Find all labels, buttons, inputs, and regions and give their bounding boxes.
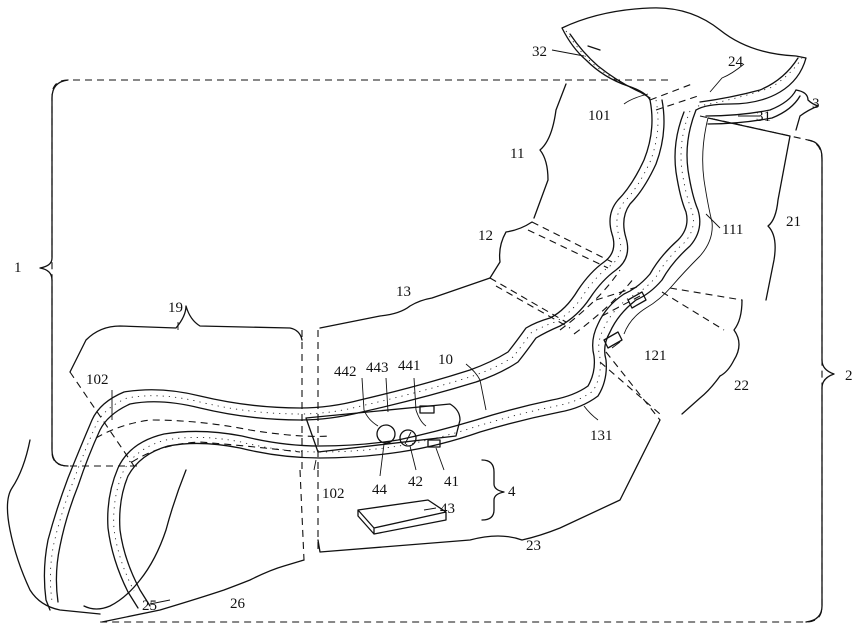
label-32: 32 [532, 44, 547, 60]
label-21: 21 [786, 214, 801, 230]
bracket-19 [70, 306, 302, 372]
bracket-12 [490, 222, 532, 278]
label-41: 41 [444, 474, 459, 490]
bracket-26 [102, 560, 304, 622]
outlet-spout [706, 90, 800, 124]
vessel-upper-wall-outer [44, 100, 652, 610]
brace-4 [482, 460, 504, 520]
bracket-21 [708, 118, 790, 300]
brace-1 [40, 80, 68, 466]
label-131: 131 [590, 428, 613, 444]
label-3: 3 [812, 96, 820, 112]
center-dash-102 [96, 420, 330, 462]
bracket-11 [534, 84, 566, 218]
region-12-dividers [490, 222, 612, 328]
label-22: 22 [734, 378, 749, 394]
brace-2 [806, 140, 834, 622]
label-441: 441 [398, 358, 421, 374]
inlet-shell-32 [562, 8, 806, 110]
region-101-dashes [650, 84, 698, 110]
bracket-22 [682, 300, 742, 414]
label-44: 44 [372, 482, 388, 498]
vessel-lower-hatch [114, 111, 694, 591]
label-4: 4 [508, 484, 516, 500]
inlet-wall-inner [570, 34, 798, 102]
label-101: 101 [588, 108, 611, 124]
label-102-bottom: 102 [322, 486, 345, 502]
region-13-divider [302, 330, 318, 470]
label-11: 11 [510, 146, 524, 162]
region-26-divider [300, 470, 318, 560]
label-2: 2 [845, 368, 853, 384]
impeller-44 [377, 425, 395, 443]
label-13: 13 [396, 284, 411, 300]
label-19: 19 [168, 300, 183, 316]
label-442: 442 [334, 364, 357, 380]
label-31: 31 [756, 109, 771, 125]
label-1: 1 [14, 260, 22, 276]
label-42: 42 [408, 474, 423, 490]
label-26: 26 [230, 596, 246, 612]
region-22-dividers [600, 288, 742, 420]
controller-43 [358, 500, 446, 534]
left-cavity-inner [84, 470, 186, 609]
label-111: 111 [722, 222, 743, 238]
label-121: 121 [644, 348, 667, 364]
channel-marks-121 [604, 292, 646, 348]
region-2-boundary [100, 116, 822, 622]
inlet-stub-32 [588, 46, 600, 50]
label-43: 43 [440, 501, 455, 517]
label-24: 24 [728, 54, 744, 70]
label-443: 443 [366, 360, 389, 376]
center-dash-upper [560, 270, 640, 334]
label-102-left: 102 [86, 372, 109, 388]
label-12: 12 [478, 228, 493, 244]
label-10: 10 [438, 352, 453, 368]
vessel-upper-hatch [50, 100, 658, 601]
vessel-upper-wall-inner [56, 100, 664, 602]
label-23: 23 [526, 538, 541, 554]
label-25: 25 [142, 598, 157, 614]
